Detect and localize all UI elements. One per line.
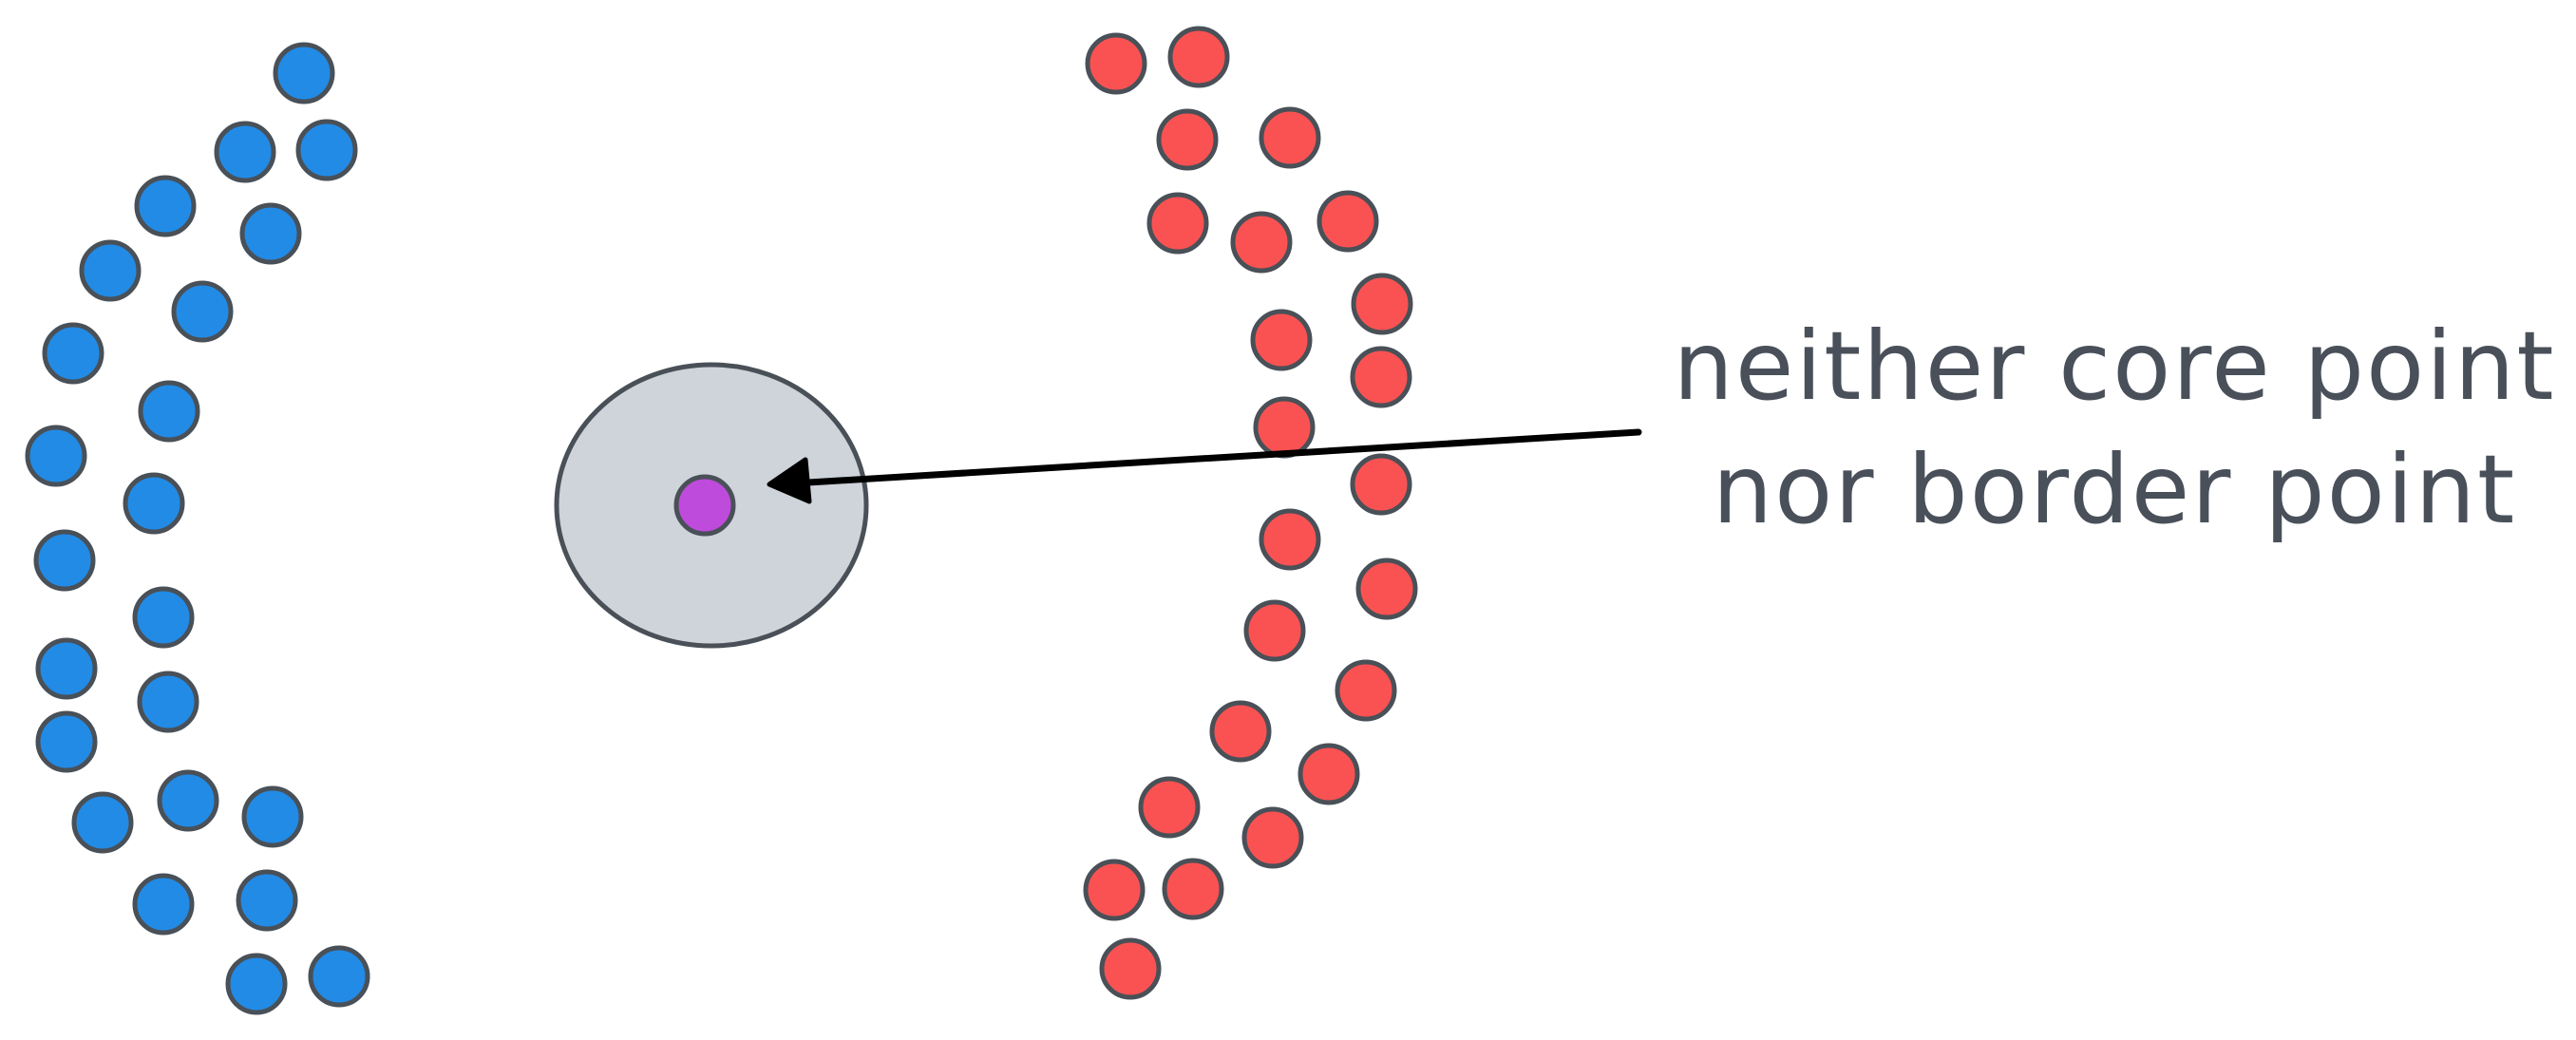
arrow-left-icon <box>767 428 1642 504</box>
blue-cluster <box>25 42 370 1015</box>
noise-point <box>673 474 736 537</box>
cluster-point <box>157 769 219 832</box>
cluster-point <box>123 472 185 535</box>
cluster-point <box>1209 700 1272 763</box>
cluster-point <box>132 586 195 649</box>
cluster-point <box>1230 211 1293 274</box>
cluster-point <box>1156 108 1219 171</box>
cluster-point <box>33 529 96 592</box>
cluster-point <box>1083 859 1146 921</box>
cluster-point <box>1250 309 1313 371</box>
cluster-point <box>239 202 302 265</box>
cluster-point <box>236 869 298 932</box>
cluster-point <box>42 322 104 385</box>
cluster-point <box>132 873 195 936</box>
arrowhead <box>767 457 812 504</box>
cluster-point <box>1253 396 1316 459</box>
cluster-point <box>1259 508 1321 571</box>
cluster-point <box>134 175 197 237</box>
cluster-point <box>214 121 276 183</box>
annotation-line-1: neither core point <box>1673 311 2555 422</box>
cluster-point <box>1351 273 1413 335</box>
cluster-point <box>241 785 304 848</box>
cluster-point <box>1138 776 1201 839</box>
annotation-arrow <box>773 428 1642 488</box>
cluster-point <box>25 425 87 487</box>
cluster-point <box>35 637 98 700</box>
cluster-point <box>308 945 370 1008</box>
red-cluster <box>1083 26 1418 1000</box>
cluster-point <box>1297 743 1360 805</box>
cluster-point <box>171 280 234 343</box>
cluster-point <box>137 671 199 733</box>
cluster-point <box>273 42 335 104</box>
cluster-point <box>138 380 200 443</box>
cluster-point <box>1167 26 1230 88</box>
cluster-point <box>1259 106 1321 169</box>
cluster-point <box>1350 453 1412 516</box>
cluster-point <box>1355 558 1418 620</box>
cluster-point <box>1146 192 1209 255</box>
cluster-point <box>1316 190 1379 253</box>
cluster-point <box>79 239 142 302</box>
cluster-point <box>1241 806 1304 869</box>
cluster-point <box>225 953 288 1015</box>
annotation-line-2: nor border point <box>1713 434 2516 545</box>
cluster-point <box>1162 858 1224 920</box>
cluster-point <box>1350 346 1412 408</box>
cluster-point <box>71 791 134 854</box>
cluster-point <box>1085 32 1147 95</box>
cluster-point <box>1335 659 1397 722</box>
cluster-point <box>295 119 358 181</box>
cluster-point <box>35 710 98 773</box>
cluster-point <box>1243 599 1306 662</box>
cluster-point <box>1099 937 1162 1000</box>
